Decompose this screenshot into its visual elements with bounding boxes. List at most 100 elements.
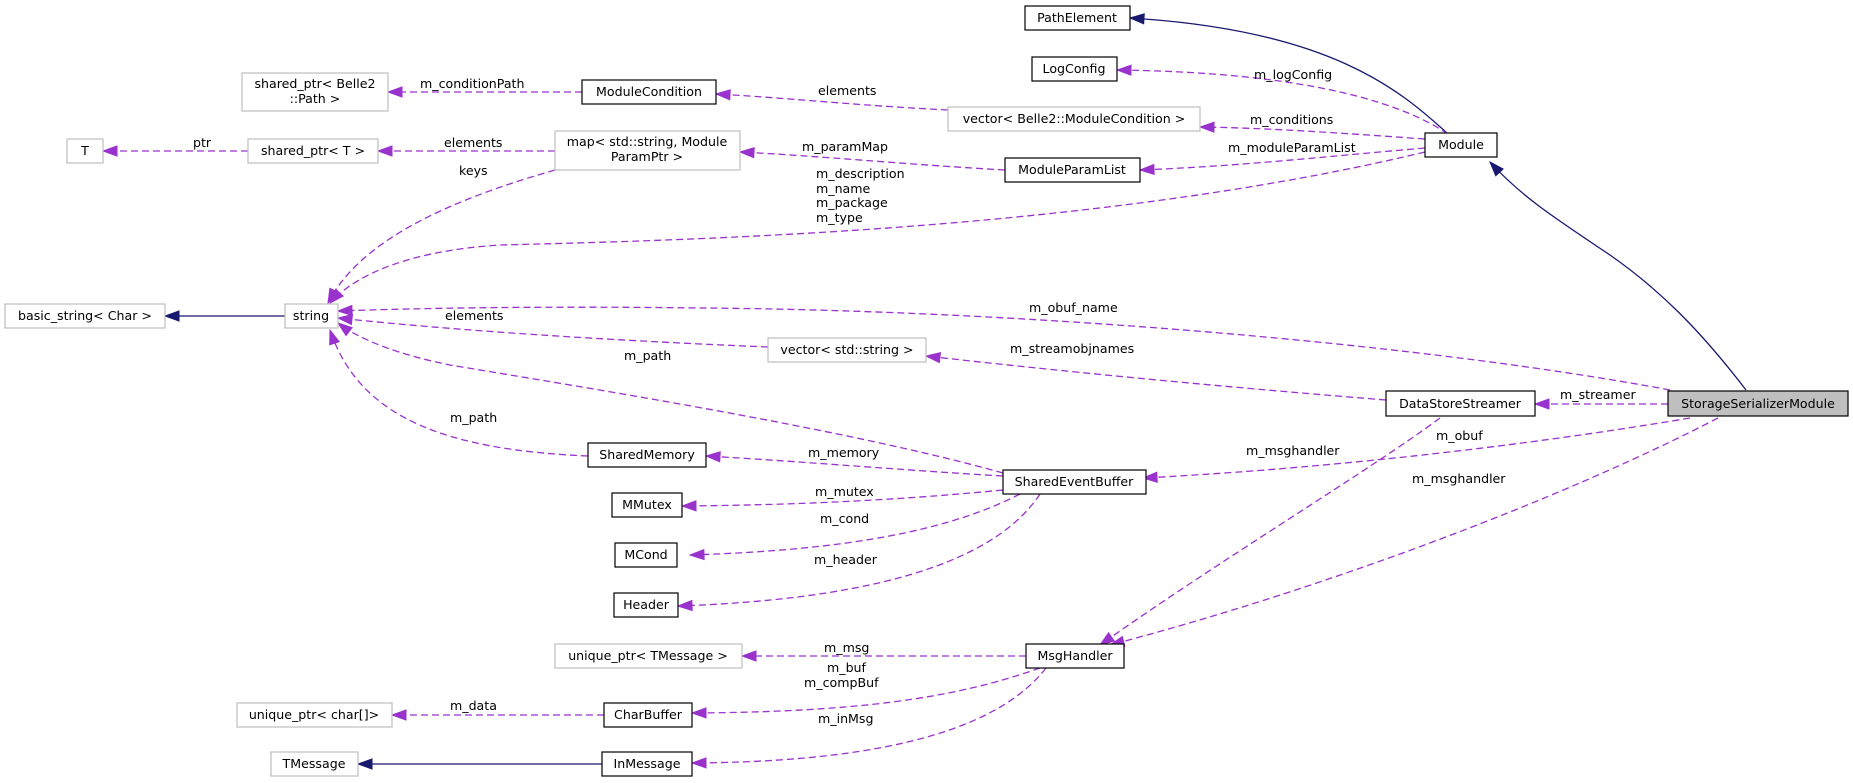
- edge-label: m_conditions: [1250, 112, 1333, 127]
- edge-label: m_compBuf: [804, 675, 879, 690]
- node-tmessage: TMessage: [270, 751, 359, 777]
- node-vector-string: vector< std::string >: [767, 337, 927, 363]
- node-label: string: [293, 308, 329, 323]
- node-label: MMutex: [622, 497, 672, 512]
- edge-sharedeventbuffer-mcond: [690, 493, 1021, 555]
- node-label: MCond: [624, 547, 667, 562]
- node-log-config[interactable]: LogConfig: [1031, 56, 1118, 82]
- node-label: vector< std::string >: [780, 342, 913, 357]
- node-mmutex[interactable]: MMutex: [611, 492, 683, 518]
- node-mcond[interactable]: MCond: [614, 542, 678, 568]
- edge-label: m_description: [816, 166, 905, 181]
- edge-vectorstring-string: [338, 318, 769, 348]
- edge-label: m_paramMap: [802, 139, 888, 154]
- edge-sharedeventbuffer-sharedmemory: [706, 456, 1004, 477]
- edge-module-vectorcondition: [1200, 127, 1426, 140]
- edge-label: m_path: [624, 348, 671, 363]
- node-storage-serializer-module[interactable]: StorageSerializerModule: [1667, 390, 1849, 417]
- node-module-condition[interactable]: ModuleCondition: [581, 79, 717, 105]
- edge-label: m_path: [450, 410, 497, 425]
- node-label: InMessage: [614, 756, 681, 771]
- node-label: shared_ptr< Belle2: [254, 76, 375, 91]
- node-module[interactable]: Module: [1424, 132, 1498, 158]
- node-label: map< std::string, Module: [567, 134, 728, 149]
- node-label: SharedMemory: [599, 447, 695, 462]
- edge-label: m_streamer: [1560, 387, 1636, 402]
- node-label: unique_ptr< TMessage >: [568, 648, 728, 663]
- node-label: Header: [623, 597, 670, 612]
- node-label: basic_string< Char >: [18, 308, 152, 323]
- node-label: unique_ptr< char[]>: [249, 707, 379, 722]
- edge-sharedeventbuffer-header: [678, 493, 1041, 606]
- edge-paramlist-map: [740, 152, 1006, 171]
- node-label: Module: [1438, 137, 1484, 152]
- node-in-message[interactable]: InMessage: [601, 751, 693, 777]
- edge-label: m_data: [450, 698, 497, 713]
- edge-label: elements: [818, 83, 877, 98]
- node-shared-ptr-path: shared_ptr< Belle2 ::Path >: [241, 72, 389, 112]
- edge-label: m_msghandler: [1412, 471, 1506, 486]
- node-label: LogConfig: [1043, 61, 1106, 76]
- node-map-param-ptr: map< std::string, Module ParamPtr >: [554, 130, 741, 171]
- edge-sharedeventbuffer-string: [338, 323, 1004, 474]
- edge-label: m_cond: [820, 511, 869, 526]
- edge-map-string-keys: [328, 169, 556, 303]
- node-string: string: [284, 303, 339, 329]
- edge-vector-modulecondition: [716, 94, 949, 111]
- edge-label: m_name: [816, 181, 871, 196]
- node-char-buffer[interactable]: CharBuffer: [603, 702, 693, 728]
- node-label: ParamPtr >: [611, 149, 683, 164]
- edge-label: m_msg: [824, 640, 869, 655]
- node-module-param-list[interactable]: ModuleParamList: [1004, 157, 1141, 183]
- node-label: PathElement: [1037, 10, 1117, 25]
- node-header[interactable]: Header: [613, 592, 679, 618]
- edge-label: m_obuf: [1436, 428, 1483, 443]
- edge-label: m_conditionPath: [420, 76, 524, 91]
- edge-label: m_package: [816, 195, 888, 210]
- edge-label: m_logConfig: [1254, 67, 1332, 82]
- edge-labels: m_conditionPath elements m_logConfig ptr…: [193, 67, 1636, 726]
- node-shared-ptr-t: shared_ptr< T >: [247, 138, 379, 164]
- edge-datastorestreamer-msghandler: [1100, 417, 1441, 645]
- node-data-store-streamer[interactable]: DataStoreStreamer: [1385, 390, 1536, 417]
- node-t: T: [66, 138, 104, 164]
- edge-storageserializer-string: [338, 307, 1671, 391]
- edge-label: m_streamobjnames: [1010, 341, 1134, 356]
- node-basic-string: basic_string< Char >: [4, 303, 166, 329]
- node-label: ModuleParamList: [1018, 162, 1126, 177]
- node-label: DataStoreStreamer: [1399, 396, 1522, 411]
- node-label: vector< Belle2::ModuleCondition >: [963, 111, 1186, 126]
- node-shared-memory[interactable]: SharedMemory: [587, 442, 707, 468]
- node-label: ModuleCondition: [596, 84, 702, 99]
- edge-storageserializer-module: [1490, 162, 1747, 391]
- edge-label: m_header: [814, 552, 878, 567]
- node-shared-event-buffer[interactable]: SharedEventBuffer: [1002, 469, 1147, 495]
- edge-module-pathelement: [1130, 18, 1449, 135]
- node-vector-module-condition: vector< Belle2::ModuleCondition >: [947, 106, 1201, 132]
- nodes: PathElement LogConfig shared_ptr< Belle2…: [4, 5, 1849, 777]
- edge-label: m_mutex: [815, 484, 874, 499]
- edges: [103, 18, 1747, 764]
- edge-label: m_buf: [827, 660, 867, 675]
- edge-datastorestreamer-vectorstring: [926, 356, 1387, 401]
- edge-label: keys: [459, 163, 488, 178]
- edge-label: elements: [444, 135, 503, 150]
- edge-module-logconfig: [1117, 70, 1449, 135]
- node-msg-handler[interactable]: MsgHandler: [1025, 643, 1125, 669]
- node-label: MsgHandler: [1037, 648, 1113, 663]
- edge-label: m_memory: [808, 445, 880, 460]
- node-label: SharedEventBuffer: [1015, 474, 1134, 489]
- node-label: CharBuffer: [614, 707, 683, 722]
- node-label: ::Path >: [290, 91, 341, 106]
- node-path-element[interactable]: PathElement: [1024, 5, 1131, 31]
- edge-msghandler-inmessage: [692, 667, 1047, 763]
- edge-label: m_type: [816, 210, 863, 225]
- node-label: shared_ptr< T >: [261, 143, 365, 158]
- edge-label: ptr: [193, 135, 212, 150]
- node-label: T: [80, 143, 89, 158]
- node-label: TMessage: [282, 756, 346, 771]
- edge-sharedmemory-string: [330, 330, 589, 457]
- edge-label: m_moduleParamList: [1228, 140, 1356, 155]
- edge-sharedeventbuffer-mmutex: [682, 489, 1004, 506]
- edge-label: elements: [445, 308, 504, 323]
